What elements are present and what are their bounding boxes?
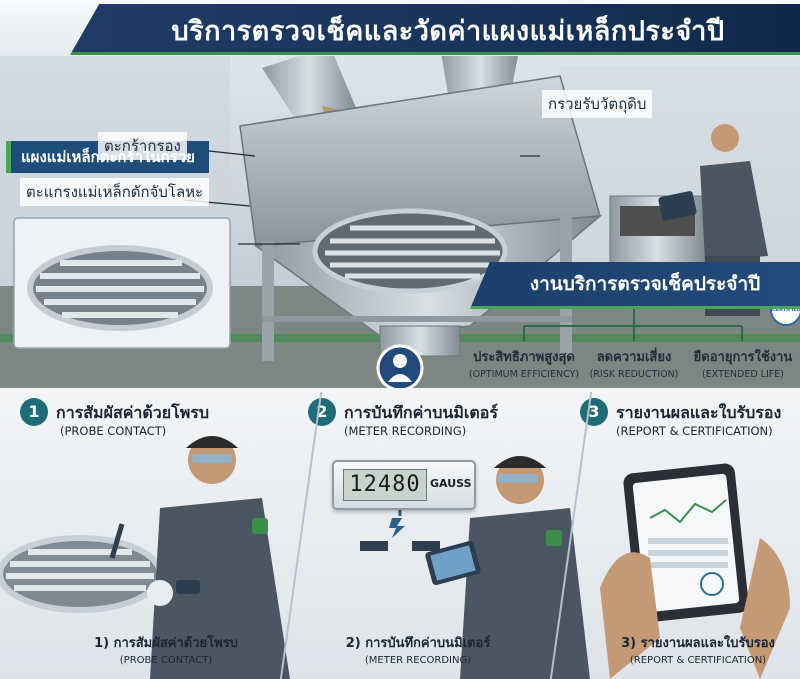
step-3-caption-en: (REPORT & CERTIFICATION) <box>629 655 767 666</box>
header-bar <box>70 4 800 55</box>
benefit-efficiency-en: (OPTIMUM EFFICIENCY) <box>468 369 580 380</box>
step-3-caption: 3) รายงานผลและใบรับรอง (REPORT & CERTIFI… <box>600 632 796 666</box>
step-1-caption-en: (PROBE CONTACT) <box>119 655 213 666</box>
step-1-number: 1 <box>20 398 48 426</box>
benefit-life-th: ยืดอายุการใช้งาน <box>693 350 793 365</box>
lightning-icon <box>389 518 405 538</box>
scene-illustration <box>0 56 800 388</box>
benefit-risk-en: (RISK REDUCTION) <box>589 369 679 380</box>
benefit-life-en: (EXTENDED LIFE) <box>702 369 784 380</box>
label-filter-basket: ตะกร้ากรอง <box>98 132 187 160</box>
step-2-caption: 2) การบันทึกค่าบนมิเตอร์ (METER RECORDIN… <box>318 632 518 666</box>
step-1-subtitle: (PROBE CONTACT) <box>60 424 167 438</box>
gauss-meter: 12480 GAUSS <box>332 460 476 510</box>
benefit-risk: ลดความเสี่ยง (RISK REDUCTION) <box>586 346 682 380</box>
step-3-caption-th: 3) รายงานผลและใบรับรอง <box>621 636 775 651</box>
step-1-caption: 1) การสัมผัสค่าด้วยโพรบ (PROBE CONTACT) <box>66 632 266 666</box>
hopper-scene: แผงแม่เหล็กตะกร้าในกรวย ตะกร้ากรอง ตะแกร… <box>0 56 800 388</box>
benefit-efficiency: ประสิทธิภาพสูงสุด (OPTIMUM EFFICIENCY) <box>468 346 580 380</box>
step-3-number: 3 <box>580 398 608 426</box>
step-2-caption-th: 2) การบันทึกค่าบนมิเตอร์ <box>345 636 491 651</box>
steps-panel: 1 การสัมผัสค่าด้วยโพรบ (PROBE CONTACT) 2… <box>0 388 800 679</box>
label-hopper: กรวยรับวัตถุดิบ <box>542 90 653 118</box>
step-1-caption-th: 1) การสัมผัสค่าด้วยโพรบ <box>94 636 238 651</box>
step-1-title: การสัมผัสค่าด้วยโพรบ <box>56 403 210 422</box>
benefit-efficiency-th: ประสิทธิภาพสูงสุด <box>473 350 575 365</box>
step-2-title: การบันทึกค่าบนมิเตอร์ <box>344 403 498 422</box>
step-2-subtitle: (METER RECORDING) <box>344 424 467 438</box>
benefit-life: ยืดอายุการใช้งาน (EXTENDED LIFE) <box>688 346 798 380</box>
meter-reading: 12480 <box>343 469 427 501</box>
steps-illustration <box>0 436 790 679</box>
step-2-number: 2 <box>308 398 336 426</box>
step-3-title: รายงานผลและใบรับรอง <box>616 403 782 422</box>
benefit-risk-th: ลดความเสี่ยง <box>596 350 672 365</box>
service-title: งานบริการตรวจเช็คประจำปี <box>529 273 761 295</box>
service-banner <box>470 262 800 309</box>
label-magnet-grate: ตะแกรงแม่เหล็กดักจับโลหะ <box>20 178 210 206</box>
step-3-subtitle: (REPORT & CERTIFICATION) <box>616 424 773 438</box>
meter-unit: GAUSS <box>430 477 472 490</box>
header: บริการตรวจเช็คและวัดค่าแผงแม่เหล็กประจำป… <box>0 0 800 56</box>
page-title: บริการตรวจเช็คและวัดค่าแผงแม่เหล็กประจำป… <box>171 16 725 47</box>
step-2-caption-en: (METER RECORDING) <box>364 655 472 666</box>
